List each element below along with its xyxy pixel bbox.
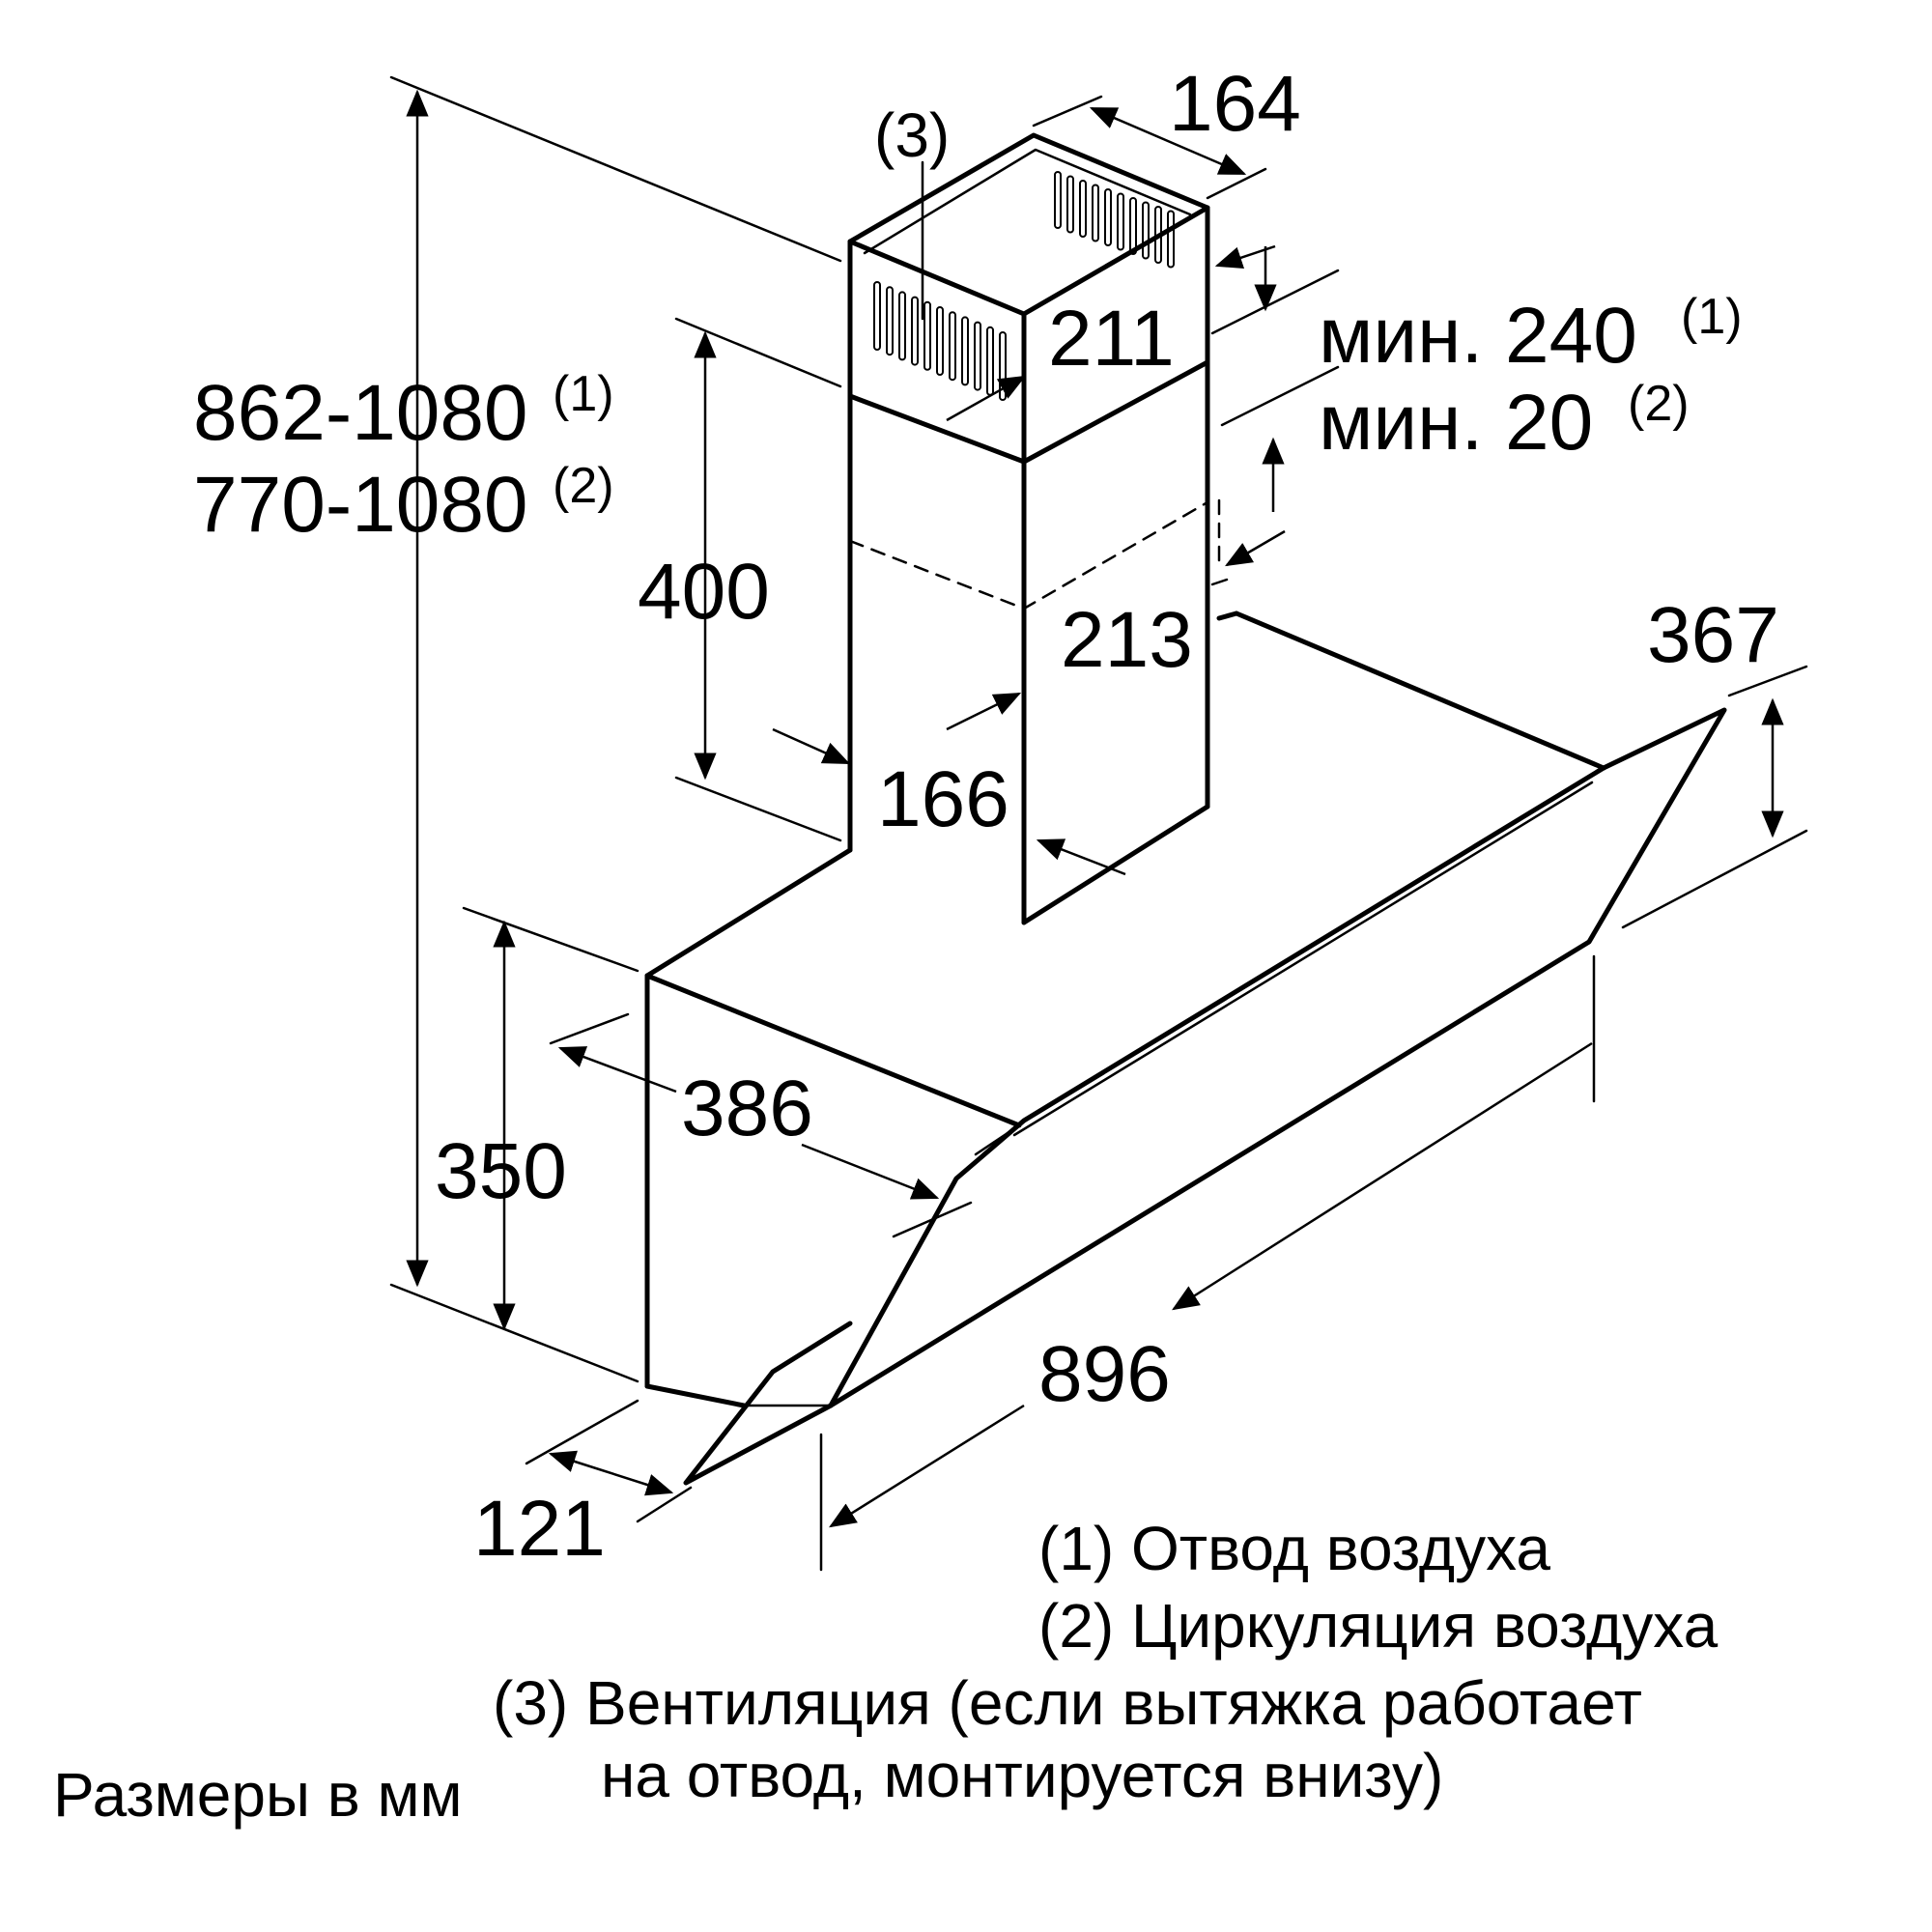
grille-slot [1092, 184, 1099, 242]
label-350: 350 [435, 1127, 567, 1215]
legend-item-1: (1) Отвод воздуха [1038, 1514, 1550, 1583]
label-164: 164 [1169, 60, 1301, 148]
grille-slot [1129, 197, 1137, 255]
grille-slot [1054, 171, 1062, 229]
grille-slot [999, 331, 1007, 401]
label-gap-recirc: мин. 20 [1319, 379, 1593, 467]
units-note: Размеры в мм [53, 1760, 463, 1830]
grille-slot [936, 306, 944, 376]
label-400: 400 [638, 548, 770, 636]
grille-slot [886, 286, 894, 356]
label-overall-height-recirc-ref: (2) [553, 458, 614, 514]
label-367: 367 [1647, 591, 1779, 679]
label-121: 121 [473, 1485, 606, 1573]
dimension-labels: (3) 164 211 213 166 400 862-1080 (1) 770… [193, 60, 1779, 1573]
chimney-lower-duct [847, 359, 1221, 925]
label-gap-exhaust-ref: (1) [1681, 289, 1743, 345]
grille-slot [1079, 180, 1087, 238]
label-896: 896 [1038, 1330, 1171, 1418]
grille-slot [873, 281, 881, 351]
grille-slot [923, 300, 931, 371]
grille-slot [974, 321, 981, 391]
label-gap-exhaust: мин. 240 [1319, 292, 1637, 380]
label-211: 211 [1048, 295, 1175, 383]
label-overall-height-exhaust: 862-1080 [193, 369, 528, 457]
hood-body [644, 611, 1727, 1486]
legend-item-2: (2) Циркуляция воздуха [1038, 1591, 1719, 1661]
grille-slot [911, 296, 919, 366]
grille-slot [1117, 192, 1124, 251]
label-213: 213 [1061, 596, 1193, 684]
ventilation-grille [873, 171, 1175, 401]
grille-slot [986, 326, 994, 396]
legend-item-3-line-2: на отвод, монтируется внизу) [601, 1741, 1443, 1810]
legend-item-3-line-1: (3) Вентиляция (если вытяжка работает [493, 1668, 1642, 1738]
legend: (1) Отвод воздуха (2) Циркуляция воздуха… [53, 1514, 1719, 1830]
grille-slot [1142, 201, 1150, 260]
grille-slot [961, 316, 969, 386]
label-166: 166 [877, 755, 1009, 843]
label-386: 386 [681, 1065, 813, 1152]
label-overall-height-recirc: 770-1080 [193, 461, 528, 549]
grille-slot [1066, 175, 1074, 234]
grille-slot [1154, 206, 1162, 264]
label-overall-height-exhaust-ref: (1) [553, 366, 614, 422]
grille-slot [1167, 210, 1175, 269]
grille-slot [949, 311, 956, 382]
dimension-lines [389, 75, 1808, 1572]
grille-slot [1104, 188, 1112, 246]
label-callout-3: (3) [874, 100, 950, 170]
label-gap-recirc-ref: (2) [1628, 376, 1690, 432]
grille-slot [898, 291, 906, 361]
